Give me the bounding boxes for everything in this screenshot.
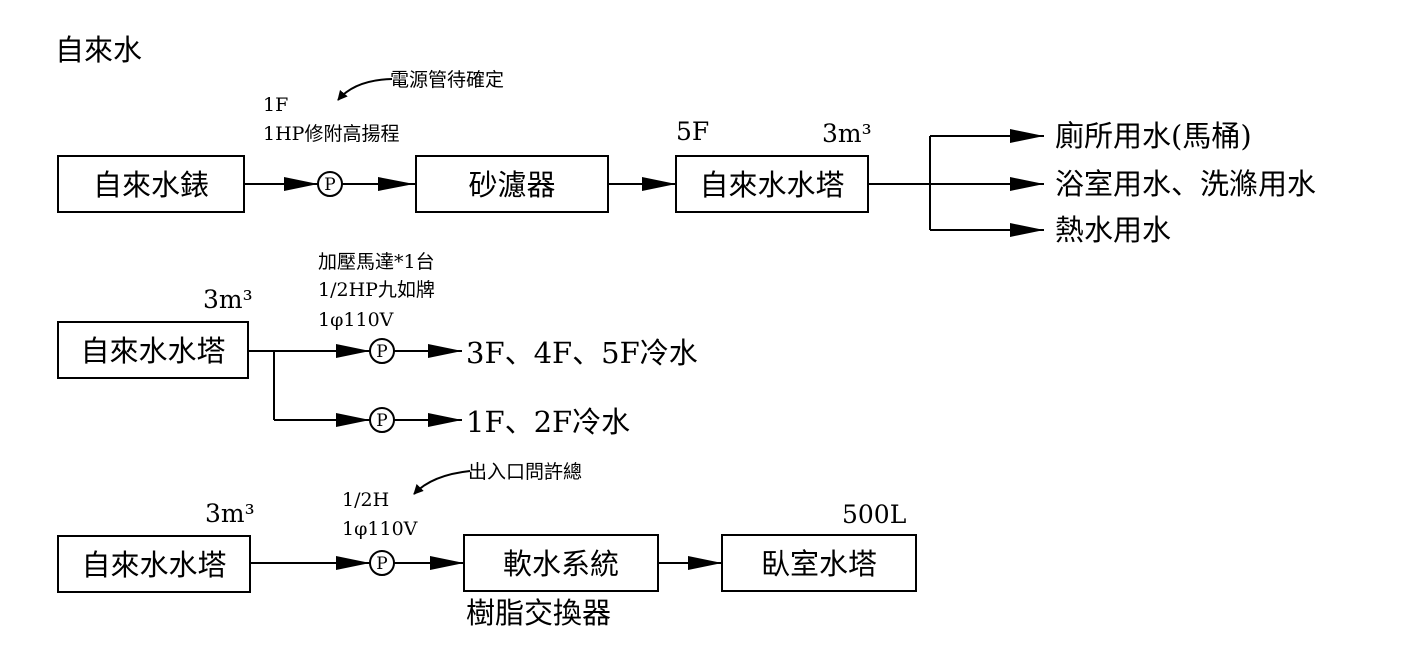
arrowhead xyxy=(428,413,462,427)
arrowhead xyxy=(428,344,462,358)
arrowhead xyxy=(378,177,414,191)
water-tower-box-2 xyxy=(57,321,249,379)
bedroom-tower-capacity: 500L xyxy=(842,500,906,529)
water-meter-box xyxy=(57,155,245,213)
arrowhead xyxy=(336,413,370,427)
svg-text:P: P xyxy=(324,175,335,195)
arrowhead xyxy=(688,556,722,570)
arrowhead xyxy=(1010,129,1044,143)
water-tower-capacity: 3m³ xyxy=(822,119,872,148)
water-meter-label: 自來水錶 xyxy=(93,168,209,202)
softener-label: 軟水系統 xyxy=(503,547,619,581)
callout-arrow-2 xyxy=(413,470,471,495)
row-3: 自來水水塔 3m³ 1/2H 1φ110V 出入口問許總 P 軟水系統 樹脂交換… xyxy=(57,461,917,630)
pump-note-floor: 1F xyxy=(263,94,288,116)
water-tower-capacity-3: 3m³ xyxy=(205,499,255,528)
pump-symbol: P xyxy=(369,407,395,433)
callout-power-pipe: 電源管待確定 xyxy=(390,69,504,91)
booster-pump-note: 加壓馬達*1台 xyxy=(318,251,435,273)
sand-filter-label: 砂濾器 xyxy=(468,168,555,202)
softener-pump-note: 1/2H xyxy=(342,489,389,511)
bedroom-tower-box xyxy=(721,534,917,592)
callout-arrow xyxy=(337,78,393,101)
sand-filter-box xyxy=(415,155,609,213)
arrowhead xyxy=(284,177,318,191)
callout-ask-hsu: 出入口問許總 xyxy=(468,461,582,483)
softener-pump-voltage: 1φ110V xyxy=(342,518,418,540)
pump-symbol: P xyxy=(369,338,395,364)
output-lower-floors: 1F、2F冷水 xyxy=(466,405,630,439)
water-tower-label-2: 自來水水塔 xyxy=(80,334,225,368)
water-tower-label: 自來水水塔 xyxy=(699,168,844,202)
pump-symbol: P xyxy=(317,171,343,197)
water-tower-box-3 xyxy=(57,535,251,593)
pump-note-spec: 1HP修附高揚程 xyxy=(263,123,399,145)
water-tower-floor: 5F xyxy=(676,117,709,146)
output-upper-floors: 3F、4F、5F冷水 xyxy=(466,336,698,370)
svg-text:P: P xyxy=(376,342,387,362)
arrowhead xyxy=(1010,223,1044,237)
booster-pump-voltage: 1φ110V xyxy=(318,309,394,331)
diagram-title: 自來水 xyxy=(55,33,142,67)
output-toilet: 廁所用水(馬桶) xyxy=(1055,119,1252,153)
water-tower-label-3: 自來水水塔 xyxy=(81,548,226,582)
row-2: 自來水水塔 3m³ 加壓馬達*1台 1/2HP九如牌 1φ110V P 3F、4… xyxy=(57,251,698,439)
water-tower-capacity-2: 3m³ xyxy=(203,285,253,314)
softener-sublabel: 樹脂交換器 xyxy=(466,596,611,630)
bedroom-tower-label: 臥室水塔 xyxy=(761,547,877,581)
pump-symbol: P xyxy=(369,550,395,576)
arrowhead xyxy=(642,177,676,191)
row-1: 自來水錶 P 1F 1HP修附高揚程 電源管待確定 砂濾器 自來水水塔 5F 3… xyxy=(57,69,1316,247)
booster-pump-spec: 1/2HP九如牌 xyxy=(318,279,435,301)
arrowhead xyxy=(430,556,464,570)
output-hot-water: 熱水用水 xyxy=(1055,213,1171,247)
svg-text:P: P xyxy=(376,554,387,574)
svg-text:P: P xyxy=(376,411,387,431)
arrowhead xyxy=(1010,177,1044,191)
output-bath-wash: 浴室用水、洗滌用水 xyxy=(1055,167,1316,201)
arrowhead xyxy=(336,344,370,358)
arrowhead xyxy=(336,556,370,570)
